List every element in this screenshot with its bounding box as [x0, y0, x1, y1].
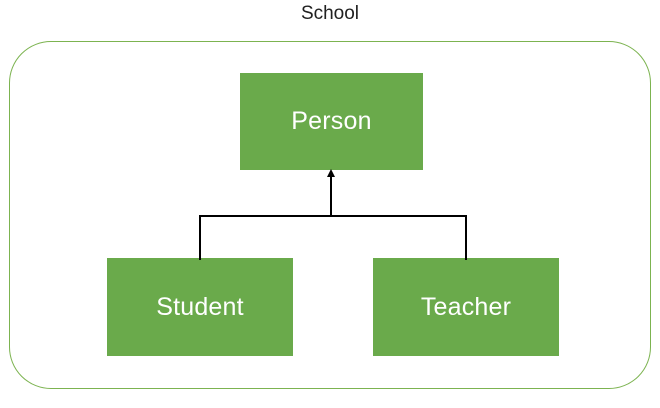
connector-horizontal-bar: [199, 215, 467, 217]
node-teacher: Teacher: [373, 258, 559, 356]
node-person: Person: [240, 73, 423, 170]
school-container-frame: [9, 41, 651, 389]
connector-student-stem: [199, 215, 201, 260]
arrow-up-icon: [327, 169, 335, 177]
connector-person-stem: [330, 176, 332, 217]
node-teacher-label: Teacher: [420, 292, 512, 321]
diagram-title: School: [300, 3, 360, 24]
connector-teacher-stem: [465, 215, 467, 260]
node-student: Student: [107, 258, 293, 356]
node-person-label: Person: [291, 107, 372, 135]
node-student-label: Student: [156, 292, 244, 321]
